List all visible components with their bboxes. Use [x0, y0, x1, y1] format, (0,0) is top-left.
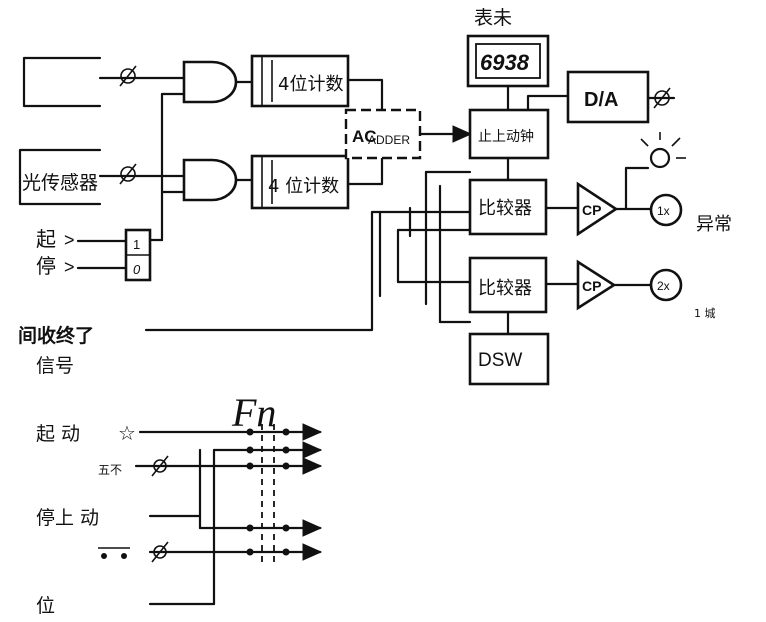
start-input-label: 起 [36, 227, 56, 251]
photo-sensor-label: 光传感器 [22, 172, 98, 194]
switch-note: 五不 [98, 463, 122, 477]
cp-1 [576, 181, 619, 237]
counter-bottom-label: 4 位计数 [268, 176, 339, 197]
counter-bottom [250, 154, 350, 210]
time-end-signal-label: 间收终了 [18, 324, 94, 347]
switch-terminal-icon [151, 455, 169, 477]
dsw-label: DSW [478, 350, 522, 371]
alarm-2-label: 2x [657, 279, 670, 293]
push-button-icon [98, 547, 130, 559]
fn-label: Fn [231, 390, 276, 435]
comparator-1 [468, 178, 548, 236]
alarm-1-circle [649, 193, 683, 227]
comparator-2-label: 比较器 [478, 278, 532, 299]
clock-box [468, 108, 550, 160]
photo-sensor-box [18, 148, 102, 206]
da-box [566, 70, 650, 124]
upper-sensor-box [22, 56, 102, 108]
adder-ac: AC [352, 127, 377, 146]
and-gate-lower [182, 158, 238, 202]
signal-label: 信号 [36, 355, 74, 377]
relay-contacts [246, 428, 290, 556]
alarm-1-label: 1x [657, 204, 670, 218]
stop-input-arrow: > [64, 257, 75, 277]
stop-input-label: 停 [36, 254, 56, 278]
start-input-arrow: > [64, 230, 75, 250]
counter-top [250, 54, 350, 108]
and-gate-upper [182, 60, 238, 104]
upper-input-terminal-icon [119, 65, 137, 87]
display-digits: 6938 [480, 50, 530, 75]
clock-label: 止上动钟 [478, 128, 534, 145]
reset-label: 位 [36, 595, 55, 617]
photo-sensor-terminal-icon [119, 163, 137, 185]
da-label: D/A [584, 89, 618, 111]
start-motion-label: 起 动 [36, 423, 80, 445]
cp-2 [576, 259, 617, 311]
stop-motion-label: 停上 动 [36, 507, 99, 529]
comparator-1-label: 比较器 [478, 198, 532, 219]
lamp-icon [640, 132, 686, 169]
adder-box [344, 108, 422, 160]
cp-1-label: CP [582, 202, 601, 218]
reset-terminal-icon [151, 541, 169, 563]
counter-top-label: 4位计数 [278, 74, 343, 95]
flip-flop-reset: 0 [133, 262, 141, 277]
cp-2-label: CP [582, 278, 601, 294]
alarm-2-circle [649, 268, 683, 302]
right-note: 1 城 [694, 307, 716, 320]
adder-label: ADDER [368, 133, 410, 147]
da-output-terminal-icon [653, 87, 671, 109]
flip-flop-set: 1 [133, 237, 140, 252]
dsw-box [468, 332, 550, 386]
star-icon: ☆ [118, 421, 136, 445]
abnormal-label: 异常 [696, 214, 732, 235]
display-title: 表未 [474, 7, 512, 29]
